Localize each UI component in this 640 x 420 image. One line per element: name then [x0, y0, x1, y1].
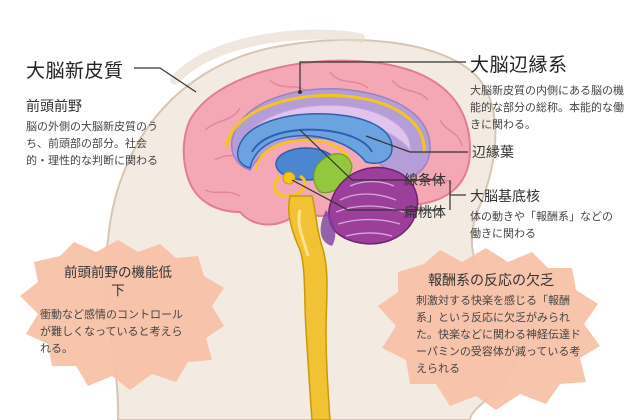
basal-title: 大脳基底核 [470, 189, 540, 205]
limbic-desc: 大脳新皮質の内側にある脳の機能的な部分の総称。本能的な働きに関わる。 [470, 84, 624, 131]
prefrontal-decline-title: 前頭前野の機能低下 [64, 265, 172, 299]
prefrontal-title: 前頭前野 [26, 99, 82, 115]
brainstem [288, 195, 331, 420]
amygdala-dot [282, 171, 296, 185]
prefrontal-desc: 脳の外側の大脳新皮質のうち、前頭部の部分。社会的・理性的な判断に関わる [26, 120, 158, 167]
limbic-title: 大脳辺縁系 [470, 54, 568, 76]
burst-right [378, 248, 600, 410]
basal-desc: 体の動きや「報酬系」などの働きに関わる [470, 210, 613, 240]
cerebellum [320, 166, 419, 246]
cingulate-label: 辺縁葉 [472, 145, 514, 161]
amygdala-label: 扁桃体 [404, 205, 446, 221]
inner-structure [236, 113, 393, 169]
burst-left [20, 240, 224, 390]
reward-desc: 刺激対する快楽を感じる「報酬系」という反応に欠乏がみられた。快楽などに関わる神経… [416, 294, 581, 375]
striatum-label: 線条体 [404, 173, 446, 189]
cortex-title: 大脳新皮質 [26, 60, 124, 82]
prefrontal-decline-desc: 衝動など感情のコントロールが難しくなっていると考えられる。 [40, 308, 183, 355]
reward-title: 報酬系の反応の欠乏 [428, 273, 554, 289]
